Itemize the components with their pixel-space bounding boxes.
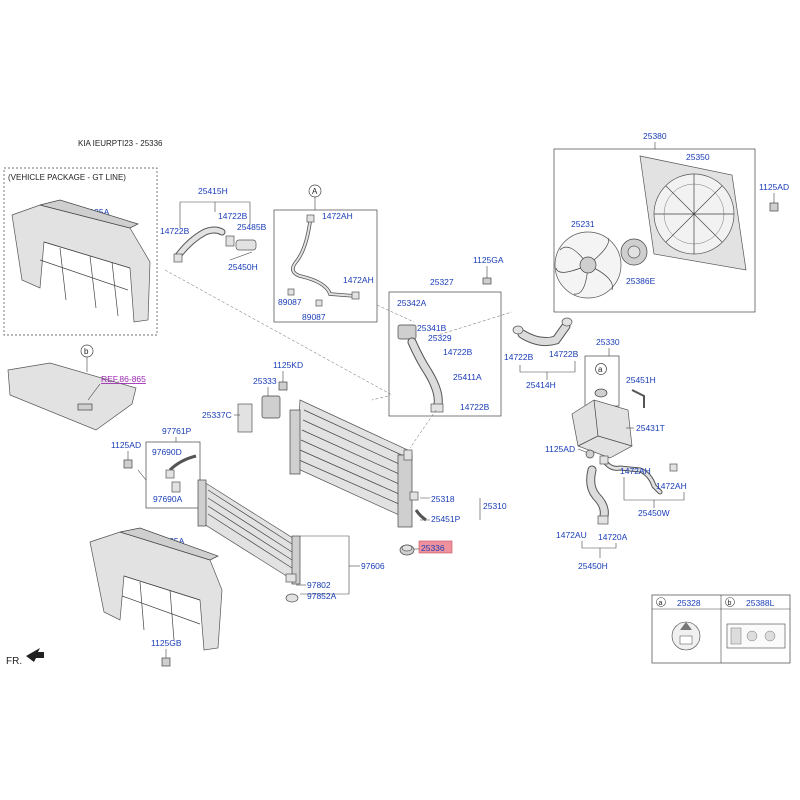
- radiator-part: [289, 399, 413, 528]
- label-25327[interactable]: 25327: [430, 277, 454, 287]
- fr-label: FR.: [6, 656, 22, 667]
- drain-25318-part: [409, 491, 427, 522]
- diagram-title: KIA IEURPTI23 - 25336: [78, 139, 163, 148]
- label-14720A[interactable]: 14720A: [598, 532, 628, 542]
- label-25411A[interactable]: 25411A: [453, 372, 482, 382]
- condenser-part: [197, 479, 301, 603]
- label-97690A[interactable]: 97690A: [153, 494, 183, 504]
- label-25485B[interactable]: 25485B: [237, 222, 267, 232]
- fan-motor-part: [620, 238, 648, 266]
- label-14722B-c[interactable]: 14722B: [443, 347, 473, 357]
- hose-25450H-lower-part: [586, 465, 609, 525]
- gt-line-package-box: [3, 167, 158, 336]
- label-1125AD-right[interactable]: 1125AD: [545, 444, 575, 454]
- warning-label-a-icon: [671, 621, 701, 651]
- label-1472AH-b[interactable]: 1472AH: [343, 275, 374, 285]
- label-1472AH-c[interactable]: 1472AH: [620, 466, 651, 476]
- cap-25336-part: [399, 544, 415, 556]
- label-1472AU[interactable]: 1472AU: [556, 530, 587, 540]
- label-25380[interactable]: 25380: [643, 131, 667, 141]
- callout-a-circle: [595, 363, 607, 375]
- label-25386E[interactable]: 25386E: [626, 276, 656, 286]
- label-1472AH-d[interactable]: 1472AH: [656, 481, 687, 491]
- label-25341B[interactable]: 25341B: [417, 323, 447, 333]
- svg-text:b: b: [728, 600, 732, 607]
- label-25318[interactable]: 25318: [431, 494, 455, 504]
- label-1125AD-left[interactable]: 1125AD: [111, 440, 141, 450]
- label-25450W[interactable]: 25450W: [638, 508, 670, 518]
- group-25327-box: [388, 291, 502, 417]
- air-guard-top-part: [11, 199, 151, 323]
- label-25329[interactable]: 25329: [428, 333, 452, 343]
- fr-arrow-icon: [26, 648, 44, 662]
- label-97606[interactable]: 97606: [361, 561, 385, 571]
- warning-label-b-icon: [726, 623, 786, 649]
- label-14722B-d[interactable]: 14722B: [460, 402, 490, 412]
- detail-A-box: [273, 209, 378, 323]
- label-25414H[interactable]: 25414H: [526, 380, 556, 390]
- bracket-25333-part: [237, 395, 281, 433]
- legend-table: a b: [651, 594, 791, 664]
- reservoir-cap-part: [594, 388, 608, 398]
- label-25450H-b[interactable]: 25450H: [578, 561, 608, 571]
- package-note: (VEHICLE PACKAGE - GT LINE): [8, 173, 126, 182]
- label-97761P[interactable]: 97761P: [162, 426, 192, 436]
- label-97852A[interactable]: 97852A: [307, 591, 337, 601]
- label-25450H-a[interactable]: 25450H: [228, 262, 258, 272]
- label-25451P[interactable]: 25451P: [431, 514, 461, 524]
- fan-group-box: [553, 148, 756, 313]
- label-25431T[interactable]: 25431T: [636, 423, 665, 433]
- label-1125GA[interactable]: 1125GA: [473, 255, 504, 265]
- label-14722B-f[interactable]: 14722B: [549, 349, 579, 359]
- hose-25450W-part: [599, 455, 678, 495]
- ref-label[interactable]: REF.86-865: [101, 374, 146, 384]
- bolt-1125GA-part: [482, 277, 492, 285]
- hose-25415H-part: [173, 226, 257, 263]
- label-1125KD[interactable]: 1125KD: [273, 360, 303, 370]
- label-97690D[interactable]: 97690D: [152, 447, 182, 457]
- label-1472AH-a[interactable]: 1472AH: [322, 211, 353, 221]
- label-97802[interactable]: 97802: [307, 580, 331, 590]
- hose-25450H-part: [287, 214, 360, 307]
- label-1125GB[interactable]: 1125GB: [151, 638, 182, 648]
- label-89087-a[interactable]: 89087: [278, 297, 302, 307]
- label-14722B-b[interactable]: 14722B: [218, 211, 248, 221]
- bolt-1125AD-top-part: [769, 202, 779, 212]
- label-25337C[interactable]: 25337C: [202, 410, 232, 420]
- highlight-25336-box[interactable]: [418, 540, 453, 554]
- reservoir-tank-part: [571, 399, 633, 459]
- label-25415H[interactable]: 25415H: [198, 186, 228, 196]
- group-97761P-box: [145, 441, 201, 509]
- upper-cover-part: [7, 362, 137, 431]
- label-25342A[interactable]: 25342A: [397, 298, 427, 308]
- label-25451H[interactable]: 25451H: [626, 375, 656, 385]
- label-25333[interactable]: 25333: [253, 376, 277, 386]
- legend-a-code[interactable]: 25328: [677, 598, 701, 608]
- pipe-97761P-part: [165, 454, 197, 493]
- fan-shroud-part: [639, 155, 747, 271]
- svg-text:a: a: [659, 600, 663, 607]
- callout-b-letter: b: [84, 347, 89, 356]
- bolt-1125GB-part: [161, 657, 171, 667]
- thermostat-hose-part: [397, 324, 444, 413]
- bolt-1125AD-left-part: [123, 459, 133, 469]
- callout-A-letter: A: [312, 187, 318, 196]
- label-25350[interactable]: 25350: [686, 152, 710, 162]
- fan-blade-part: [554, 231, 622, 299]
- label-25330[interactable]: 25330: [596, 337, 620, 347]
- label-25336[interactable]: 25336: [421, 543, 445, 553]
- label-25310[interactable]: 25310: [483, 501, 507, 511]
- label-1125AD-top[interactable]: 1125AD: [759, 182, 789, 192]
- air-guard-lower-part: [89, 527, 223, 651]
- label-14722B-e[interactable]: 14722B: [504, 352, 534, 362]
- label-14722B-a[interactable]: 14722B: [160, 226, 190, 236]
- callout-a-letter: a: [598, 365, 603, 374]
- legend-b-code[interactable]: 25388L: [746, 598, 775, 608]
- label-25231[interactable]: 25231: [571, 219, 595, 229]
- hose-25414H-part: [512, 317, 573, 346]
- bolt-1125KD-part: [278, 381, 288, 391]
- label-89087-b[interactable]: 89087: [302, 312, 326, 322]
